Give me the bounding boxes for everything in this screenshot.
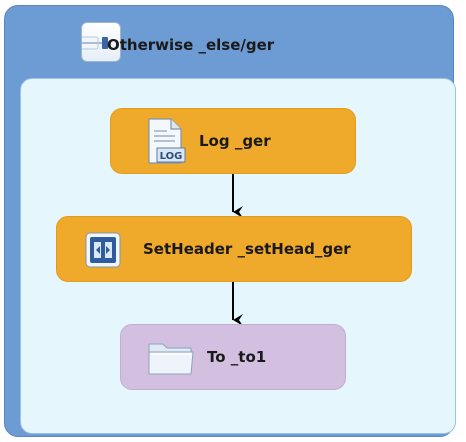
set-header-icon [85,232,121,272]
folder-icon [147,338,195,382]
log-node-label: Log _ger [199,132,271,150]
container-title: Otherwise _else/ger [107,36,275,54]
setheader-node[interactable]: SetHeader _setHead_ger [56,216,412,282]
to-node[interactable]: To _to1 [120,324,346,390]
log-icon-text: LOG [160,151,183,162]
setheader-node-label: SetHeader _setHead_ger [143,240,351,258]
log-node[interactable]: LOG Log _ger [110,108,356,174]
to-node-label: To _to1 [207,348,267,366]
log-document-icon: LOG [145,117,189,171]
